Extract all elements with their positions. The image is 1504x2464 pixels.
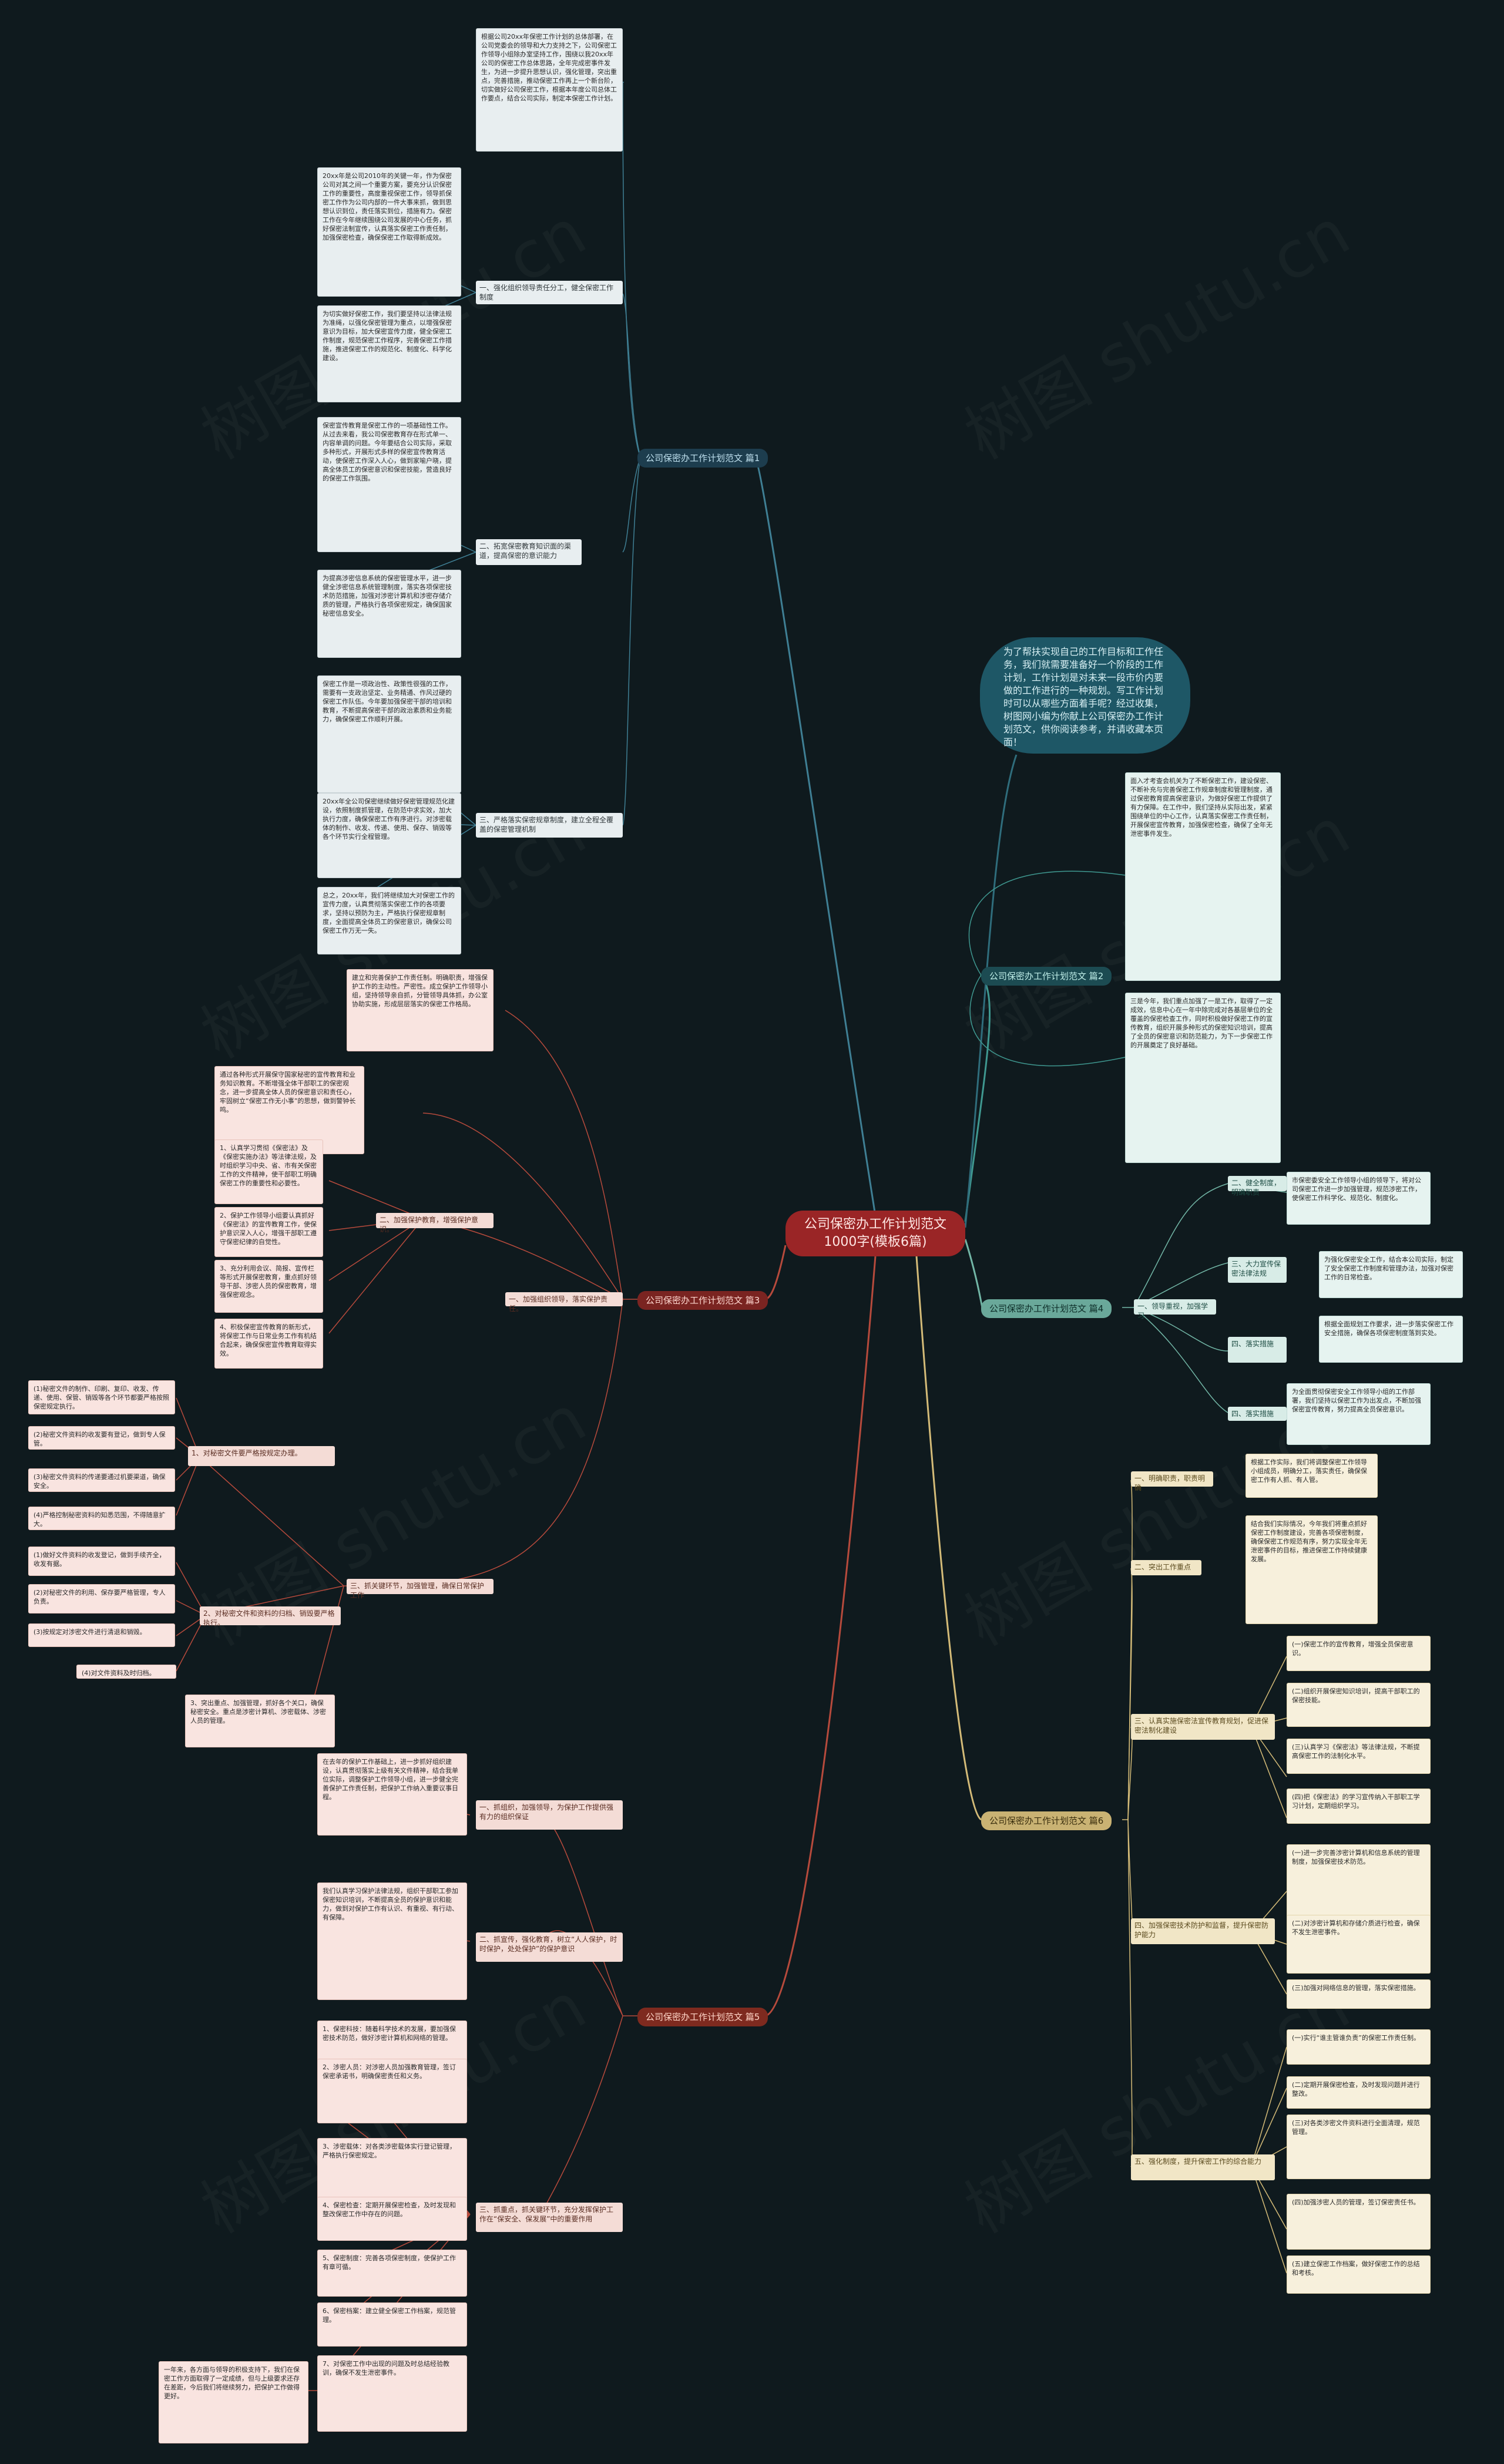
b5-leaf: 一年来，各方面与领导的积极支持下，我们在保密工作方面取得了一定成绩，但与上级要求…	[159, 2361, 308, 2443]
b4-leaf: 为全面贯彻保密安全工作领导小组的工作部署，我们坚持以保密工作为出发点，不断加强保…	[1287, 1383, 1431, 1445]
b3-leaf: 4、积极保密宣传教育的新形式，将保密工作与日常业务工作有机结合起来，确保保密宣传…	[214, 1319, 323, 1369]
b6-leaf: (一)保密工作的宣传教育，增强全员保密意识。	[1287, 1636, 1431, 1671]
b6-leaf: (二)定期开展保密检查，及时发现问题并进行整改。	[1287, 2076, 1431, 2109]
b3-leaf: (4)严格控制秘密资料的知悉范围，不得随意扩大。	[28, 1507, 175, 1530]
b3-subtopic[interactable]: 一、加强组织领导，落实保护责任。	[505, 1292, 623, 1313]
b4-subtopic[interactable]: 一、领导重视，加强学习	[1134, 1299, 1216, 1320]
b4-subtopic[interactable]: 二、健全制度，明确职责	[1228, 1176, 1287, 1196]
b4-subtopic[interactable]: 三、大力宣传保密法律法规	[1228, 1257, 1287, 1283]
b5-subtopic[interactable]: 一、抓组织，加强领导，为保护工作提供强有力的组织保证	[476, 1800, 623, 1830]
b3-subtopic[interactable]: 2、对秘密文件和资料的归档、销毁要严格执行。	[200, 1606, 341, 1627]
branch-3[interactable]: 公司保密办工作计划范文 篇3	[637, 1291, 768, 1310]
b1-subtopic[interactable]: 二、拓宽保密教育知识面的渠道，提高保密的意识能力	[476, 539, 582, 565]
b6-leaf: (三)加强对网络信息的管理，落实保密措施。	[1287, 1979, 1431, 2009]
branch-4[interactable]: 公司保密办工作计划范文 篇4	[981, 1299, 1112, 1318]
root-topic[interactable]: 公司保密办工作计划范文1000字(模板6篇)	[785, 1211, 965, 1256]
b6-subtopic[interactable]: 五、强化制度，提升保密工作的综合能力	[1131, 2154, 1275, 2180]
branch-1[interactable]: 公司保密办工作计划范文 篇1	[637, 449, 768, 468]
b1-leaf: 20xx年全公司保密继续做好保密管理规范化建设，依照制度抓管理，在防范中求实效，…	[317, 793, 461, 878]
b6-leaf: 结合我们实际情况，今年我们将重点抓好保密工作制度建设，完善各项保密制度，确保保密…	[1246, 1515, 1378, 1624]
b6-subtopic[interactable]: 二、突出工作重点	[1131, 1560, 1201, 1575]
b5-subtopic[interactable]: 二、抓宣传，强化教育，树立“人人保护，时时保护，处处保护”的保护意识	[476, 1932, 623, 1962]
b4-subtopic[interactable]: 四、落实措施	[1228, 1337, 1287, 1363]
b6-leaf: (三)认真学习《保密法》等法律法规，不断提高保密工作的法制化水平。	[1287, 1739, 1431, 1774]
b3-leaf: (1)秘密文件的制作、印刷、复印、收发、传递、使用、保管、销毁等各个环节都要严格…	[28, 1380, 175, 1414]
b3-leaf: (3)秘密文件资料的传递要通过机要渠道，确保安全。	[28, 1468, 175, 1492]
b5-leaf: 6、保密档案：建立健全保密工作档案，规范管理。	[317, 2302, 467, 2347]
b5-leaf: 在去年的保护工作基础上，进一步抓好组织建设，认真贯彻落实上级有关文件精神，结合我…	[317, 1753, 467, 1836]
b3-subtopic[interactable]: 二、加强保护教育，增强保护意识。	[376, 1213, 494, 1233]
b3-leaf: (1)做好文件资料的收发登记，做到手续齐全，收发有据。	[28, 1547, 175, 1576]
b3-leaf: (2)对秘密文件的利用、保存要严格管理，专人负责。	[28, 1584, 175, 1613]
b6-subtopic[interactable]: 四、加强保密技术防护和监督，提升保密防护能力	[1131, 1918, 1275, 1944]
b5-leaf: 5、保密制度：完善各项保密制度，使保护工作有章可循。	[317, 2250, 467, 2297]
b3-leaf: 2、保护工作领导小组要认真抓好《保密法》的宣传教育工作，使保护意识深入人心，增强…	[214, 1207, 323, 1257]
b6-leaf: (三)对各类涉密文件资料进行全面清理，规范管理。	[1287, 2115, 1431, 2179]
b1-leaf: 保密宣传教育是保密工作的一项基础性工作。从过去来看，我公司保密教育存在形式单一、…	[317, 417, 461, 552]
b3-leaf: (3)按规定对涉密文件进行清退和销毁。	[28, 1623, 175, 1647]
b1-subtopic[interactable]: 一、强化组织领导责任分工，健全保密工作制度	[476, 281, 623, 304]
b6-leaf: (二)对涉密计算机和存储介质进行检查，确保不发生泄密事件。	[1287, 1915, 1431, 1974]
b5-leaf: 1、保密科技：随着科学技术的发展，要加强保密技术防范，做好涉密计算机和网络的管理…	[317, 2021, 467, 2062]
b1-leaf: 总之，20xx年，我们将继续加大对保密工作的宣传力度，认真贯彻落实保密工作的各项…	[317, 887, 461, 954]
b6-leaf: (一)进一步完善涉密计算机和信息系统的管理制度，加强保密技术防范。	[1287, 1844, 1431, 1924]
b3-leaf: (4)对文件资料及时归档。	[76, 1665, 176, 1679]
b4-subtopic[interactable]: 四、落实措施	[1228, 1407, 1287, 1421]
b2-leaf: 三是今年，我们重点加强了一是工作，取得了一定成效，信息中心在一年中除完成对各基层…	[1125, 993, 1281, 1163]
b1-leaf: 根据公司20xx年保密工作计划的总体部署，在公司党委会的领导和大力支持之下，公司…	[476, 28, 623, 152]
b1-leaf: 为提高涉密信息系统的保密管理水平，进一步健全涉密信息系统管理制度，落实各项保密技…	[317, 570, 461, 658]
b4-leaf: 市保密委安全工作领导小组的领导下，将对公司保密工作进一步加强管理，规范涉密工作，…	[1287, 1172, 1431, 1225]
b1-subtopic[interactable]: 三、严格落实保密规章制度，建立全程全覆盖的保密管理机制	[476, 813, 623, 838]
b5-leaf: 2、涉密人员：对涉密人员加强教育管理，签订保密承诺书，明确保密责任和义务。	[317, 2059, 467, 2123]
b1-leaf: 20xx年是公司2010年的关键一年，作为保密公司对其之间一个重要方案，要充分认…	[317, 167, 461, 297]
b3-leaf: (2)秘密文件资料的收发要有登记，做到专人保管。	[28, 1426, 175, 1450]
branch-5[interactable]: 公司保密办工作计划范文 篇5	[637, 2008, 768, 2026]
branch-2[interactable]: 公司保密办工作计划范文 篇2	[981, 967, 1112, 986]
b2-leaf: 面入才考查会机关为了不断保密工作，建设保密、不断补充与完善保密工作规章制度和管理…	[1125, 772, 1281, 981]
intro-bubble[interactable]: 为了帮扶实现自己的工作目标和工作任务，我们就需要准备好一个阶段的工作计划，工作计…	[980, 637, 1190, 754]
b3-subtopic[interactable]: 三、抓关键环节，加强管理，确保日常保护工作	[347, 1579, 494, 1599]
b6-leaf: (四)加强涉密人员的管理，签订保密责任书。	[1287, 2194, 1431, 2250]
b6-subtopic[interactable]: 一、明确职责，职责明确	[1131, 1471, 1213, 1492]
b6-leaf: (五)建立保密工作档案，做好保密工作的总结和考核。	[1287, 2255, 1431, 2294]
b6-leaf: (一)实行“谁主管谁负责”的保密工作责任制。	[1287, 2029, 1431, 2065]
b3-leaf: 建立和完善保护工作责任制。明确职责，增强保护工作的主动性。严密性。成立保护工作领…	[347, 969, 494, 1051]
b6-leaf: (四)把《保密法》的学习宣传纳入干部职工学习计划，定期组织学习。	[1287, 1789, 1431, 1824]
b3-leaf: 3、充分利用会议、简报、宣传栏等形式开展保密教育，重点抓好领导干部、涉密人员的保…	[214, 1260, 323, 1313]
b6-leaf: 根据工作实际，我们将调整保密工作领导小组成员，明确分工，落实责任，确保保密工作有…	[1246, 1454, 1378, 1498]
b3-subtopic[interactable]: 1、对秘密文件要严格按规定办理。	[188, 1446, 335, 1466]
b1-leaf: 保密工作是一项政治性、政策性很强的工作，需要有一支政治坚定、业务精通、作风过硬的…	[317, 675, 461, 793]
b5-leaf: 3、涉密载体：对各类涉密载体实行登记管理，严格执行保密规定。	[317, 2138, 467, 2203]
b6-subtopic[interactable]: 三、认真实施保密法宣传教育规划，促进保密法制化建设	[1131, 1714, 1275, 1740]
b3-leaf: 1、认真学习贯彻《保密法》及《保密实施办法》等法律法规，及时组织学习中央、省、市…	[214, 1139, 323, 1204]
b5-leaf: 4、保密检查：定期开展保密检查，及时发现和整改保密工作中存在的问题。	[317, 2197, 467, 2241]
b5-subtopic[interactable]: 三、抓重点，抓关键环节，充分发挥保护工作在“保安全、保发展”中的重要作用	[476, 2203, 623, 2232]
b6-leaf: (二)组织开展保密知识培训，提高干部职工的保密技能。	[1287, 1683, 1431, 1727]
b4-leaf: 为强化保密安全工作，结合本公司实际，制定了安全保密工作制度和管理办法，加强对保密…	[1319, 1251, 1463, 1298]
b4-leaf: 根据全面规划工作要求，进一步落实保密工作安全措施，确保各项保密制度落到实处。	[1319, 1316, 1463, 1363]
branch-6[interactable]: 公司保密办工作计划范文 篇6	[981, 1811, 1112, 1830]
b5-leaf: 7、对保密工作中出现的问题及时总结经验教训，确保不发生泄密事件。	[317, 2355, 467, 2432]
b5-leaf: 我们认真学习保护法律法规，组织干部职工参加保密知识培训，不断提高全员的保护意识和…	[317, 1883, 467, 2000]
b3-leaf: 3、突出重点、加强管理，抓好各个关口，确保秘密安全。重点是涉密计算机、涉密载体、…	[185, 1695, 335, 1747]
b1-leaf: 为切实做好保密工作，我们要坚持以法律法规为准绳，以强化保密管理为重点，以增强保密…	[317, 305, 461, 402]
